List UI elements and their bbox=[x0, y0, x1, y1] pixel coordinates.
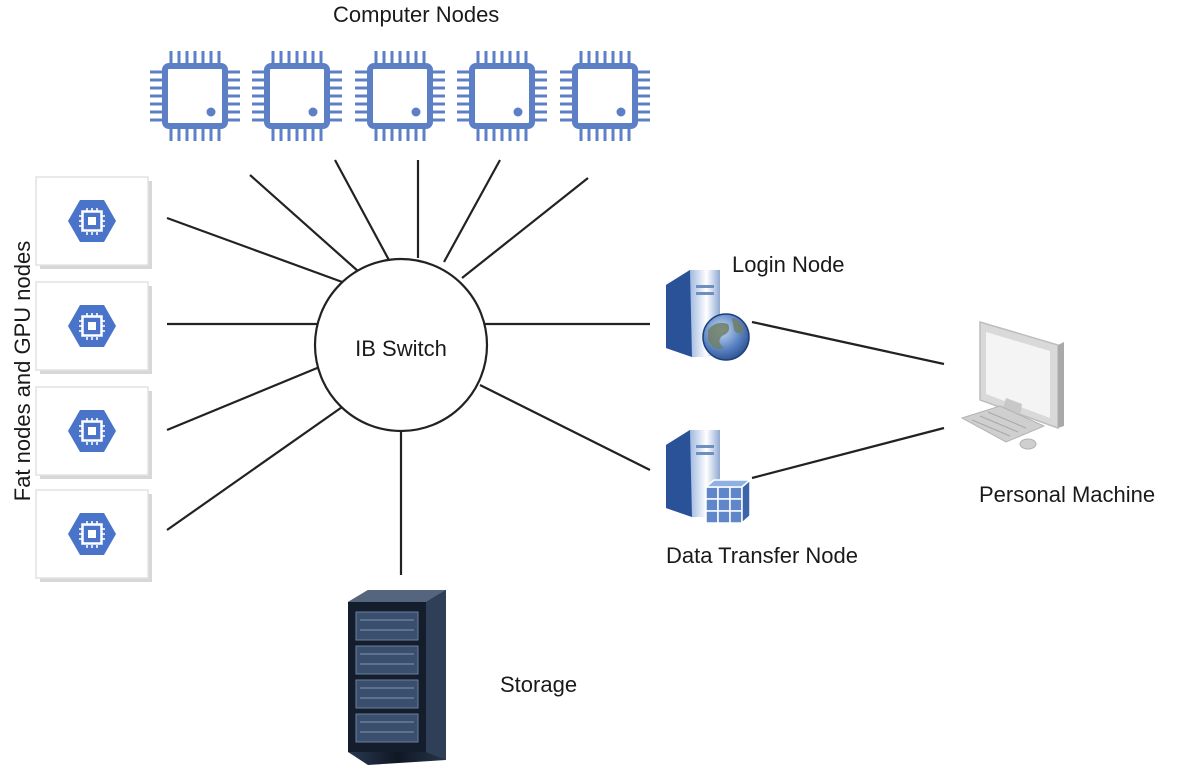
server-rack-icon bbox=[348, 590, 446, 765]
desktop-computer-icon bbox=[960, 320, 1064, 450]
hexagon-chip-icon bbox=[34, 488, 154, 584]
cpu-chip-icon bbox=[150, 51, 240, 141]
cpu-chip-icon bbox=[252, 51, 342, 141]
hexagon-chip-icon bbox=[34, 385, 154, 481]
hexagon-chip-icon bbox=[34, 280, 154, 376]
server-cube-icon bbox=[666, 430, 752, 525]
data-transfer-node-label: Data Transfer Node bbox=[666, 543, 858, 568]
login-node-label: Login Node bbox=[732, 252, 845, 277]
ib-switch-circle bbox=[313, 257, 489, 433]
compute-nodes-label: Computer Nodes bbox=[333, 2, 500, 27]
connection-lines bbox=[166, 159, 945, 575]
server-globe-icon bbox=[666, 270, 750, 361]
cpu-chip-icon bbox=[457, 51, 547, 141]
cpu-chip-icon bbox=[560, 51, 650, 141]
ib-switch-label: IB Switch bbox=[355, 336, 447, 361]
cpu-chip-icon bbox=[355, 51, 445, 141]
storage-label: Storage bbox=[500, 672, 578, 697]
fat-gpu-nodes-label: Fat nodes and GPU nodes bbox=[10, 240, 35, 502]
hexagon-chip-icon bbox=[34, 175, 154, 271]
fat-gpu-nodes bbox=[34, 175, 154, 584]
compute-nodes bbox=[150, 51, 650, 141]
personal-machine-label: Personal Machine bbox=[979, 482, 1156, 507]
